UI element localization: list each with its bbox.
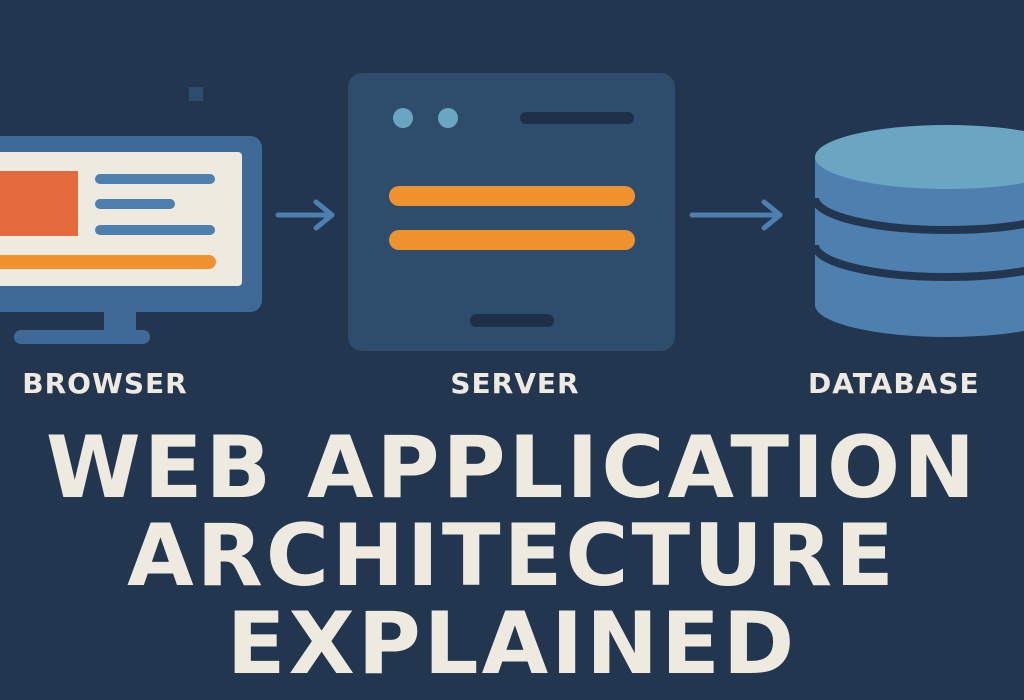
screen-text-line [95, 199, 175, 209]
window-title-bar [520, 112, 634, 124]
title-line-3: EXPLAINED [226, 594, 798, 694]
cylinder-band [811, 197, 1024, 234]
database-cylinder-icon [811, 125, 1024, 337]
window-dot [438, 108, 458, 128]
server-content-bar [389, 230, 635, 250]
cylinder-body [815, 157, 1024, 337]
server-footer-bar [470, 314, 554, 327]
monitor-stand [14, 330, 150, 344]
arrow-right-icon [275, 199, 335, 231]
server-label: SERVER [450, 367, 580, 400]
screen-text-line [95, 225, 215, 235]
decorative-square [189, 87, 203, 101]
browser-label: BROWSER [22, 367, 188, 400]
server-content-bar [389, 186, 635, 206]
screen-progress-bar [0, 255, 216, 269]
browser-monitor-icon [0, 136, 262, 344]
monitor-neck [104, 312, 136, 332]
window-dot [393, 108, 413, 128]
cylinder-band [811, 244, 1024, 281]
title-line-1: WEB APPLICATION [45, 418, 979, 518]
screen-image-block [0, 171, 78, 236]
title-line-2: ARCHITECTURE [127, 506, 897, 606]
server-panel [348, 73, 675, 351]
server-window-icon [348, 73, 675, 351]
cylinder-top [815, 125, 1024, 189]
screen-text-line [95, 174, 215, 184]
database-label: DATABASE [808, 367, 980, 400]
arrow-right-icon [689, 199, 783, 231]
